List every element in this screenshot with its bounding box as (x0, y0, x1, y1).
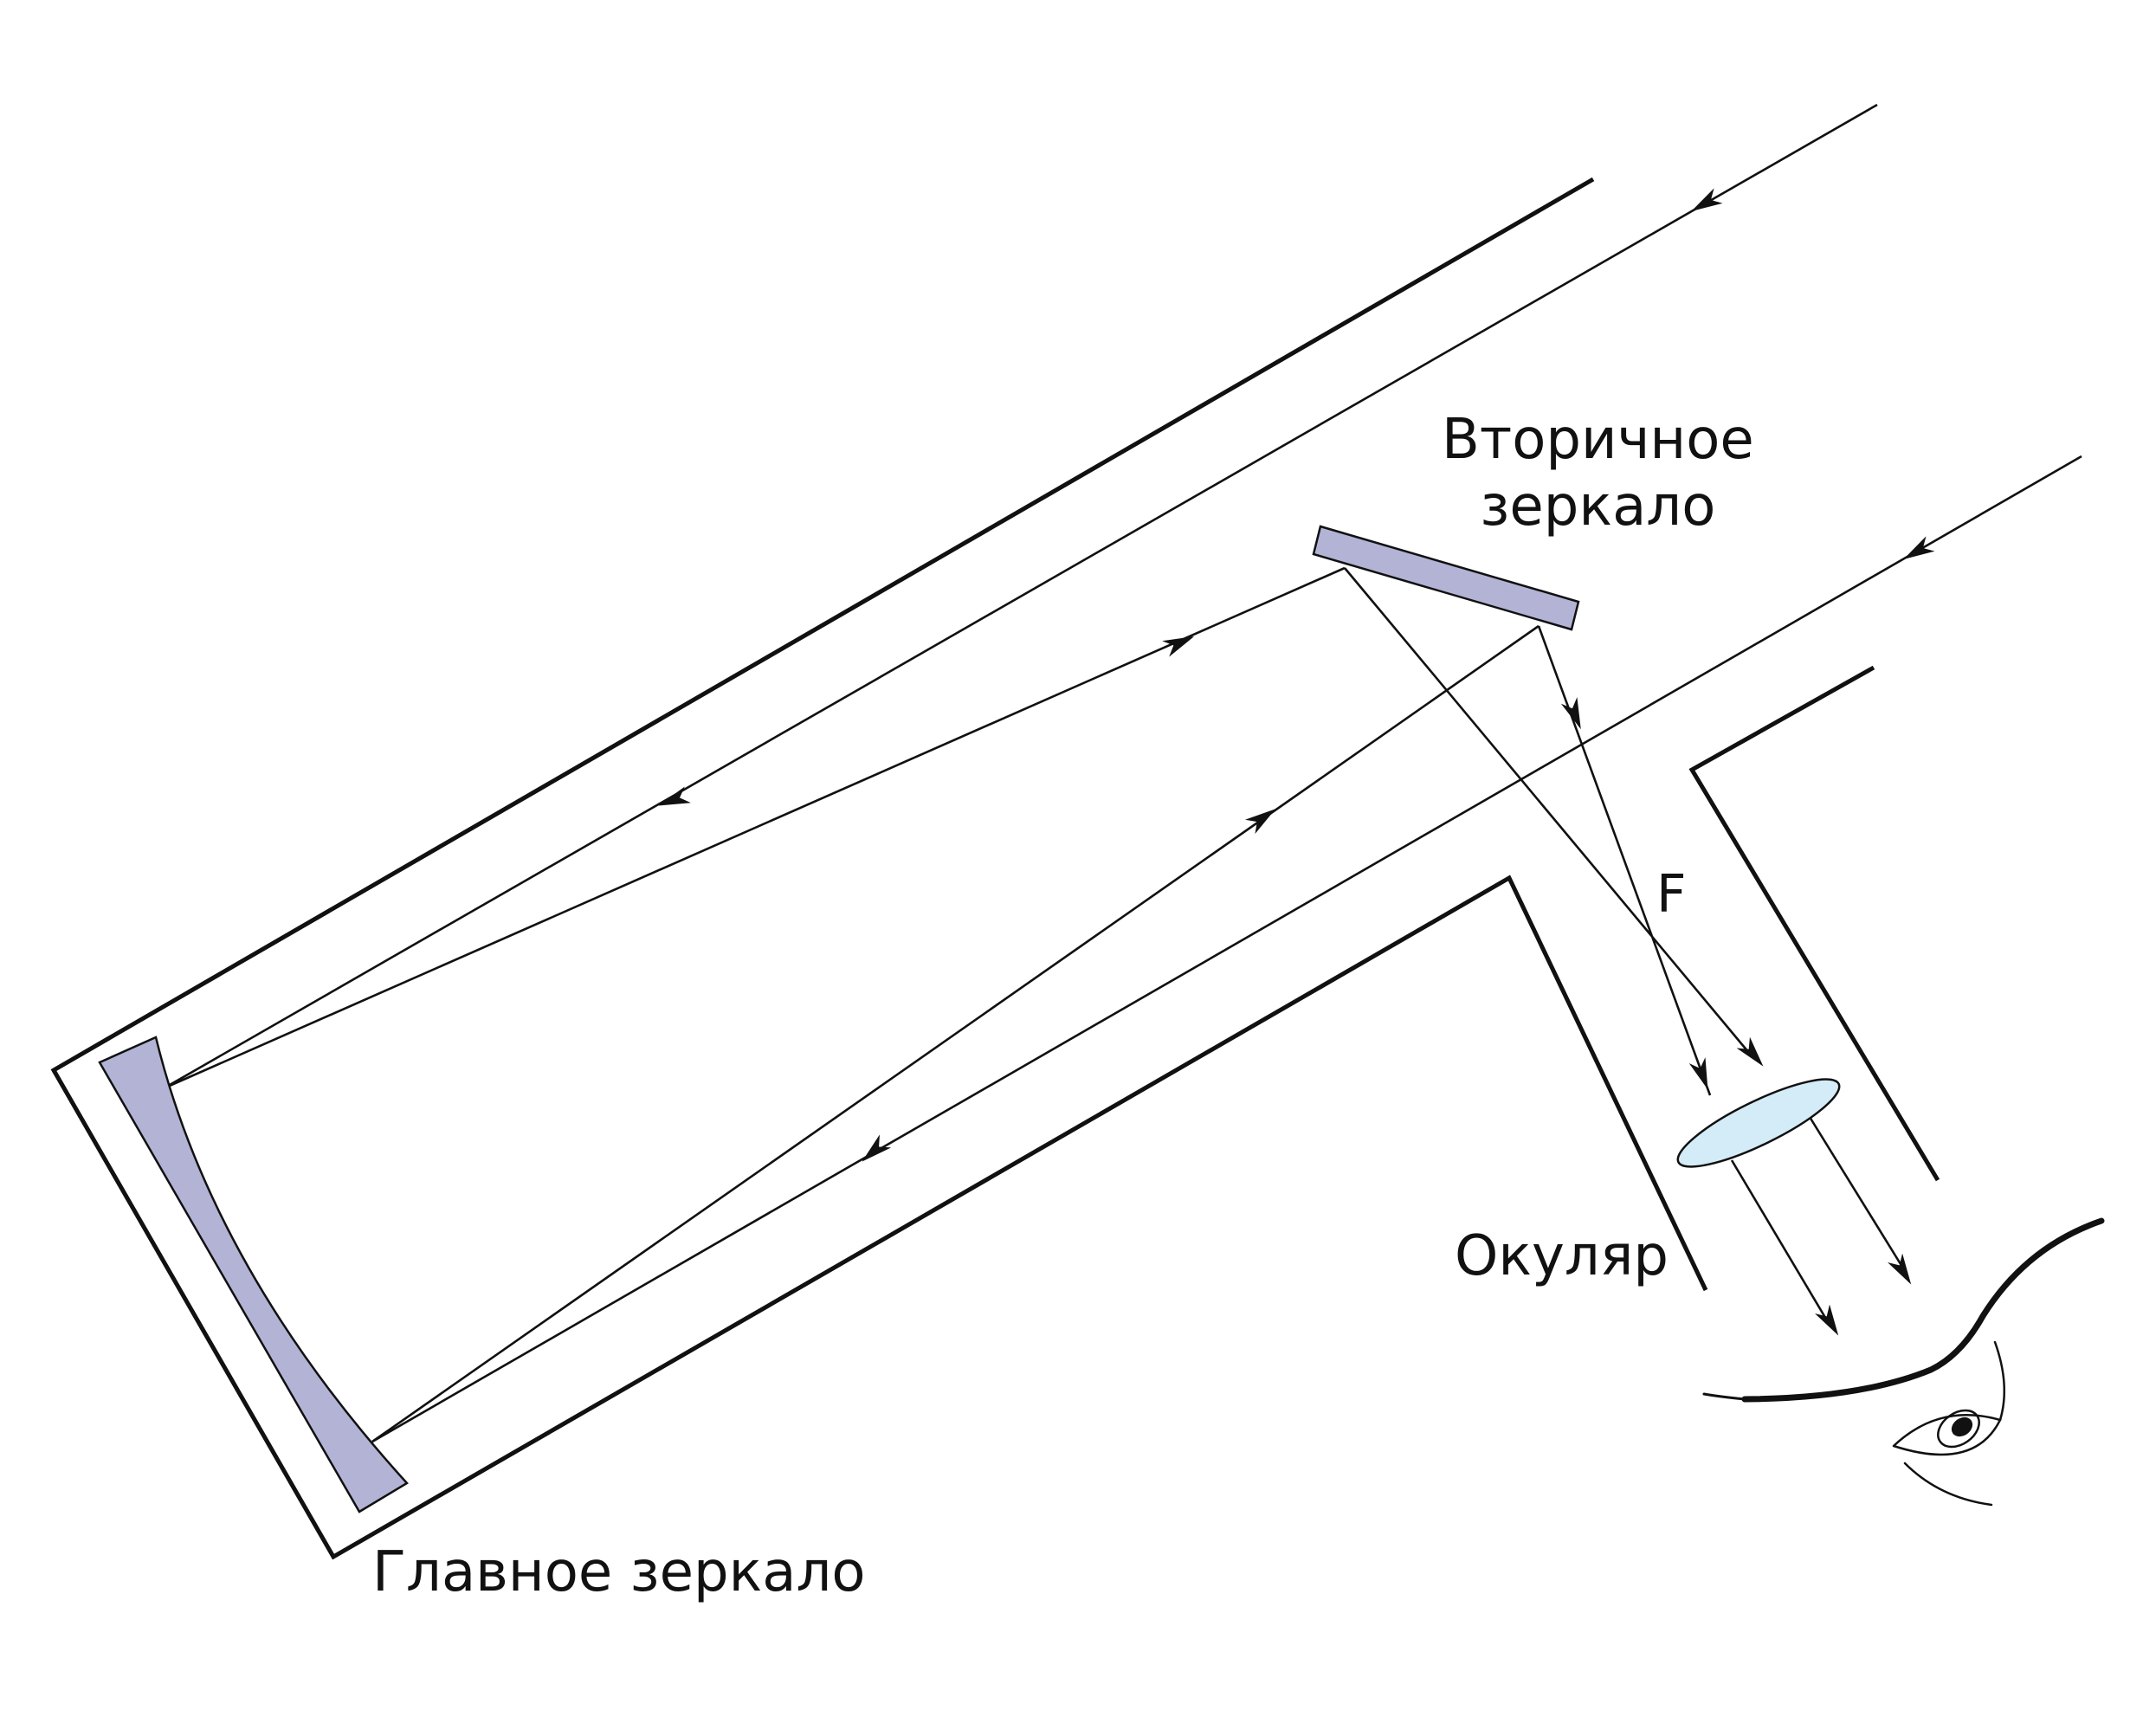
eyepiece-label: Окуляр (1455, 1224, 1669, 1288)
pupil (1951, 1417, 1973, 1437)
secondary-mirror-label-line-1: Вторичное (1442, 408, 1754, 472)
face-profile-tail (1702, 1392, 1746, 1401)
iris (1937, 1409, 1980, 1449)
secondary-mirror (1312, 525, 1580, 631)
exit-ray-left (1730, 1159, 1829, 1321)
eyelid-upper (1993, 1340, 2006, 1422)
crossed-ray-lower (1537, 625, 1712, 1096)
face-profile (1741, 1217, 2105, 1403)
light-rays (163, 103, 2082, 1443)
reflected-ray-lower (371, 624, 1539, 1443)
incoming-ray-lower (371, 455, 2082, 1443)
eyepiece-lens (1676, 1078, 1841, 1168)
secondary-mirror-label: Вторичное зеркало (1442, 407, 1754, 540)
exit-ray-right (1808, 1116, 1907, 1272)
eye-icon (1702, 1217, 2105, 1507)
tube-upper-wall (50, 177, 1708, 1560)
reflected-ray-upper (163, 566, 1346, 1090)
incoming-ray-upper (163, 103, 1878, 1090)
primary-mirror-label: Главное зеркало (372, 1540, 866, 1604)
telescope-tube (50, 177, 1940, 1560)
eye-outline (1892, 1414, 2002, 1456)
crossed-ray-upper (1344, 567, 1750, 1054)
eyelid-lower (1903, 1462, 1993, 1507)
primary-mirror (98, 1036, 409, 1513)
secondary-mirror-label-line-2: зеркало (1480, 474, 1716, 539)
focuser-tube-wall (1688, 665, 1940, 1182)
focus-label: F (1656, 864, 1687, 925)
ray-arrowheads (658, 188, 1935, 1336)
